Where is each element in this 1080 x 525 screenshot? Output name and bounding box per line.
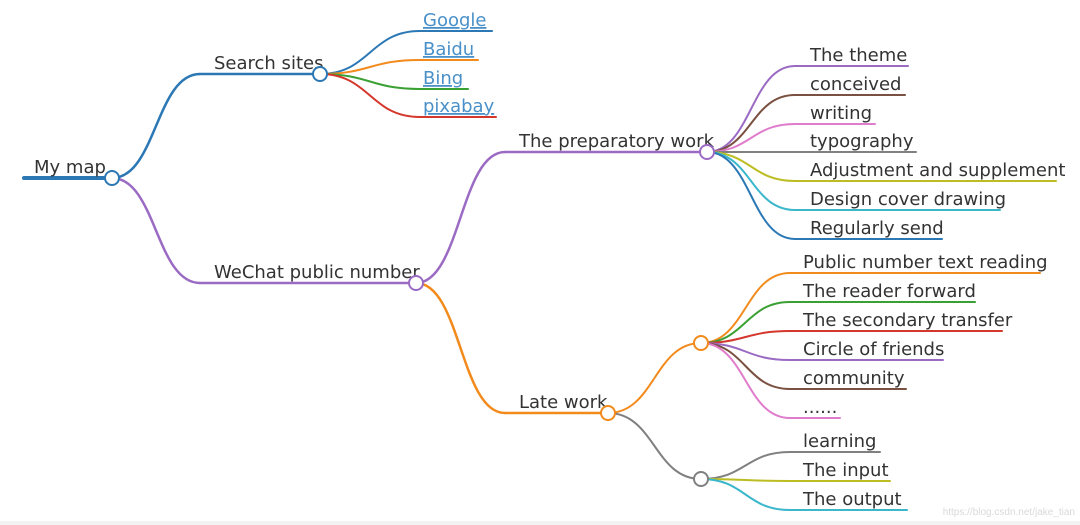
edge-late-learn [607,412,702,480]
root-toggle[interactable] [104,170,120,186]
spread-toggle[interactable] [693,335,709,351]
spread-item-the-reader-forward: The reader forward [802,281,976,302]
spread-item-ellipsis: ...... [803,397,837,418]
mind-map-edges [22,30,1057,511]
prep-toggle[interactable] [699,144,715,160]
site-link-baidu[interactable]: Baidu [423,39,474,60]
root-node-label: My map [34,157,106,178]
edge-prep-the-theme [706,65,796,153]
spread-item-public-number-text-reading: Public number text reading [803,252,1048,273]
spread-item-circle-of-friends: Circle of friends [803,339,944,360]
edge-search-google [319,30,421,75]
prep-item-the-theme: The theme [809,45,907,66]
edge-spread-the-reader-forward [700,301,791,344]
edge-root-search [111,72,201,180]
bottom-bar [0,521,1080,525]
spread-item-community: community [803,368,905,389]
learn-item-the-output: The output [802,489,902,510]
search-sites-toggle[interactable] [312,66,328,82]
prep-item-adjustment-and-supplement: Adjustment and supplement [810,160,1065,181]
edge-learn-the-output [700,478,791,511]
wechat-toggle[interactable] [408,275,424,291]
edge-spread-public-number-text-reading [700,272,791,344]
edge-wechat-prep [415,150,506,285]
edge-search-pixabay [319,73,421,118]
spread-item-the-secondary-transfer: The secondary transfer [802,310,1013,331]
prep-item-design-cover-drawing: Design cover drawing [810,189,1006,210]
learn-item-learning: learning [803,431,876,452]
edge-wechat-late [415,281,506,415]
late-toggle[interactable] [600,405,616,421]
edge-spread-ellipsis [700,342,791,419]
prep-item-conceived: conceived [810,74,901,95]
site-link-bing[interactable]: Bing [423,68,463,89]
edge-prep-writing [706,123,796,153]
learn-item-the-input: The input [802,460,889,481]
watermark: https://blog.csdn.net/jake_tian [943,507,1075,518]
edge-learn-learning [700,451,791,480]
prep-item-typography: typography [810,131,914,152]
edge-root-wechat [111,176,201,285]
edge-late-spread [607,342,702,414]
prep-item-writing: writing [810,103,872,124]
site-link-pixabay[interactable]: pixabay [423,96,495,117]
prep-label: The preparatory work [518,131,715,152]
learn-toggle[interactable] [693,471,709,487]
edge-prep-conceived [706,94,796,153]
wechat-label: WeChat public number [214,262,420,283]
search-sites-label: Search sites [214,53,323,74]
late-label: Late work [519,392,608,413]
site-link-google[interactable]: Google [423,10,486,31]
edge-prep-regularly-send [706,151,796,240]
edge-prep-design-cover-drawing [706,151,796,211]
edge-prep-adjustment-and-supplement [706,151,796,182]
prep-item-regularly-send: Regularly send [810,218,944,239]
